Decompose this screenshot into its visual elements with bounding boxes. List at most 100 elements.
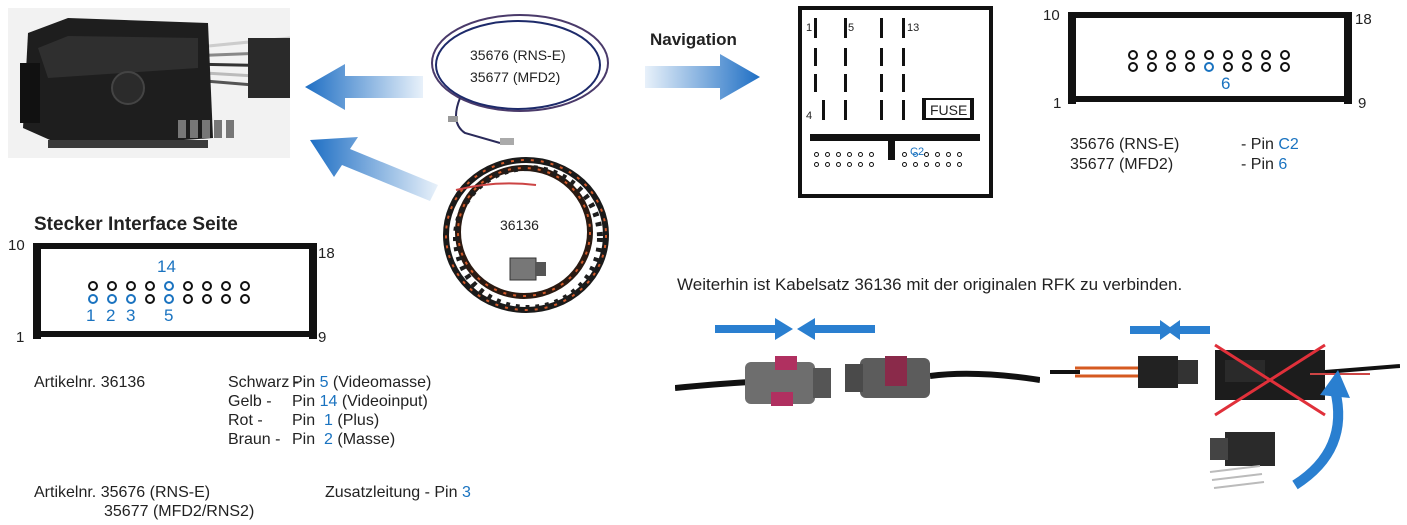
rconn-label-18: 18: [1355, 11, 1372, 28]
right-pin-row1-name: 35676 (RNS-E): [1070, 136, 1180, 153]
nav-connector-pin: [946, 162, 951, 167]
nav-connector-pin: [924, 162, 929, 167]
pin-number: 5: [319, 374, 329, 391]
stecker-label-1: 1: [16, 329, 25, 346]
navigation-title: Navigation: [650, 30, 737, 49]
connector-pin: [1128, 62, 1138, 72]
stecker-pin-5: 5: [164, 306, 174, 325]
rfk-connector-photo: [675, 318, 1040, 406]
stecker-title: Stecker Interface Seite: [34, 214, 238, 235]
article-35676-label: Artikelnr. 35676 (RNS-E): [34, 484, 211, 501]
article-35677-label: 35677 (MFD2/RNS2): [104, 503, 255, 520]
right-pin-row2-name: 35677 (MFD2): [1070, 156, 1174, 173]
pin-description: (Videomasse): [328, 374, 432, 391]
nav-connector-pin: [847, 162, 852, 167]
connector-pin: [1166, 50, 1176, 60]
article-36136-label: Artikelnr. 36136: [34, 374, 146, 391]
nav-connector-pin: [825, 152, 830, 157]
nav-connector-pin: [814, 152, 819, 157]
pin-prefix: Pin: [292, 412, 325, 429]
connector-pin: [183, 294, 193, 304]
nav-connector-pin: [869, 152, 874, 157]
pin-number: 1: [324, 412, 333, 429]
nav-connector-pin: [858, 162, 863, 167]
connector-pin: [1204, 62, 1214, 72]
nav-connector-pin: [858, 152, 863, 157]
stecker-pin-3: 3: [126, 306, 136, 325]
pin-description: (Videoinput): [337, 393, 428, 410]
article-35676-extra: Zusatzleitung - Pin 3: [325, 484, 471, 502]
wire-color-label: Braun -: [228, 431, 281, 448]
connector-pin: [1185, 50, 1195, 60]
nav-connector-pin: [935, 162, 940, 167]
connector-pin: [1280, 62, 1290, 72]
connector-pin: [88, 294, 98, 304]
connector-pin: [1223, 50, 1233, 60]
connector-pin: [221, 294, 231, 304]
nav-connector-pin: [957, 162, 962, 167]
rconn-label-1: 1: [1053, 95, 1062, 112]
wire-pin-assignment: Pin 14 (Videoinput): [292, 393, 428, 411]
connector-pin: [1185, 62, 1195, 72]
connector-pin: [145, 294, 155, 304]
nav-pin-4: 4: [806, 110, 813, 122]
connector-photo: [8, 8, 290, 158]
connector-pin: [1242, 50, 1252, 60]
arrow-left-top: [305, 64, 423, 110]
pin-number: 2: [324, 431, 333, 448]
connector-pin: [1147, 50, 1157, 60]
connector-pin: [1280, 50, 1290, 60]
fuse-label: FUSE: [930, 102, 968, 118]
nav-connector-pin: [913, 162, 918, 167]
right-pin-row1-prefix: - Pin: [1241, 136, 1279, 153]
cable-35676-image: [431, 14, 609, 145]
nav-connector-pin: [869, 162, 874, 167]
pin-description: (Masse): [332, 431, 396, 448]
connector-pin: [1261, 50, 1271, 60]
connector-pin: [107, 294, 117, 304]
connector-pin: [1204, 50, 1214, 60]
connector-pin: [88, 281, 98, 291]
nav-connector-pin: [836, 152, 841, 157]
connector-pin: [1223, 62, 1233, 72]
nav-connector-pin: [836, 162, 841, 167]
right-pin-row1-pin: C2: [1278, 136, 1299, 153]
nav-connector-pin: [924, 152, 929, 157]
nav-connector-pin: [814, 162, 819, 167]
connector-pin: [183, 281, 193, 291]
stecker-connector-frame: 14 1 2 3 5: [33, 243, 318, 339]
connector-pin: [240, 281, 250, 291]
right-pin-row2-prefix: - Pin: [1241, 156, 1279, 173]
pin-number: 14: [319, 393, 338, 410]
connector-pin: [164, 281, 174, 291]
connector-pin: [164, 294, 174, 304]
cable-label-35677: 35677 (MFD2): [470, 69, 561, 85]
stecker-pin-14: 14: [157, 257, 176, 276]
pin-description: (Plus): [332, 412, 380, 429]
navigation-connector: 1 5 13 4 FUSE C2: [798, 6, 993, 198]
nav-connector-pin: [935, 152, 940, 157]
nav-pin-13: 13: [907, 22, 920, 34]
zusatzleitung-pin: 3: [461, 484, 471, 501]
wire-color-label: Rot -: [228, 412, 263, 429]
pin-prefix: Pin: [292, 431, 325, 448]
wire-color-label: Gelb -: [228, 393, 272, 410]
connector-pin: [1147, 62, 1157, 72]
connector-pin: [221, 281, 231, 291]
nav-connector-pin: [825, 162, 830, 167]
pin-prefix: Pin: [292, 374, 320, 391]
nav-connector-pin: [946, 152, 951, 157]
fuse-box: FUSE: [922, 98, 974, 120]
nav-connector-pin: [847, 152, 852, 157]
nav-connector-pin: [913, 152, 918, 157]
nav-connector-pin: [957, 152, 962, 157]
rfk-adapter-photo: [1050, 320, 1400, 490]
arrow-right-navigation: [645, 54, 760, 100]
right-pin-row2-pin: 6: [1278, 156, 1288, 173]
connector-pin: [1261, 62, 1271, 72]
nav-connector-pin: [902, 152, 907, 157]
connector-pin: [107, 281, 117, 291]
nav-connector-pin: [902, 162, 907, 167]
harness-label-36136: 36136: [500, 217, 539, 233]
arrow-left-diagonal: [310, 137, 438, 201]
